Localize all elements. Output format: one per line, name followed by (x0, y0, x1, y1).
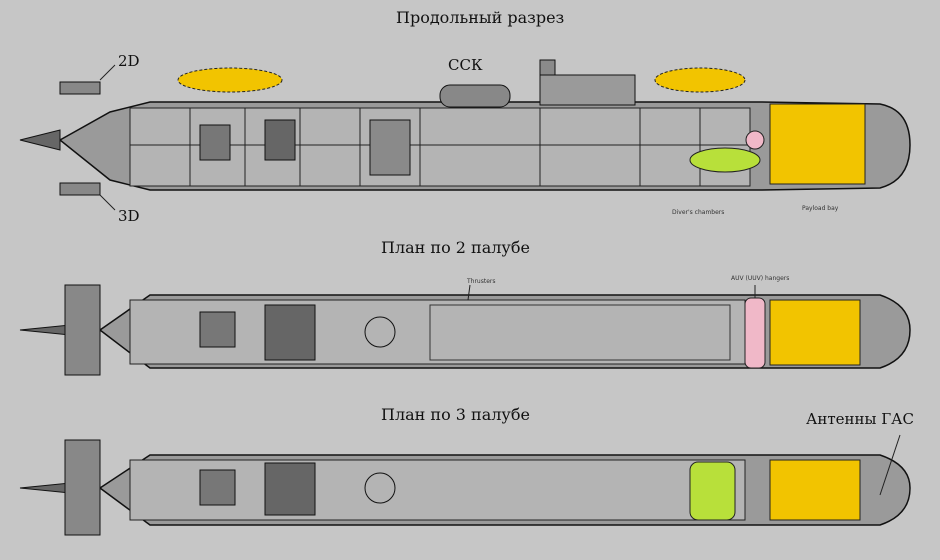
rudder-2d-label: 2D (118, 52, 140, 70)
section-title: Продольный разрез (396, 8, 565, 27)
payload-bay-label: Payload bay (802, 205, 839, 212)
rudder-3d-label: 3D (118, 207, 140, 225)
thrusters-label: Thrusters (467, 278, 496, 285)
deck3-plan (19, 434, 911, 536)
divers-chambers-label: Diver's chambers (672, 209, 725, 216)
sonar-antennas-label: Антенны ГАС (806, 410, 915, 428)
deck2-title: План по 2 палубе (381, 238, 530, 257)
auv-hangers-label: AUV (UUV) hangers (731, 275, 790, 282)
deck2-plan (19, 284, 911, 376)
rescue-vehicle-label: ССК (448, 56, 483, 74)
deck3-title: План по 3 палубе (381, 405, 530, 424)
longitudinal-section (19, 59, 911, 211)
